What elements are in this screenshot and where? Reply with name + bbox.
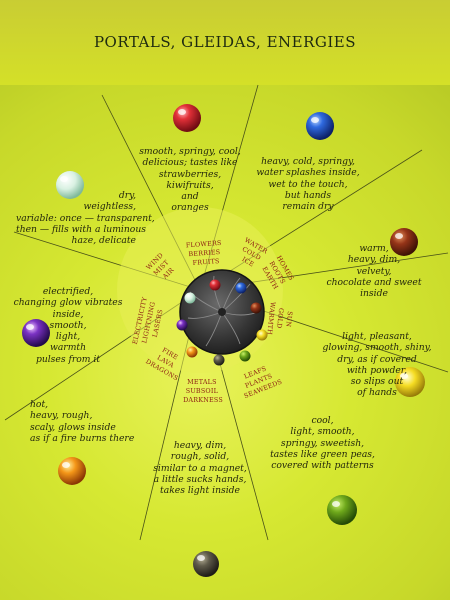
sector-label-line: SUBSOIL — [186, 387, 219, 395]
sector-label-sun: SUN GOLD WARMTH — [265, 301, 294, 337]
sector-label-line: GOLD — [275, 308, 285, 329]
sector-label-line: BERRIES — [188, 248, 220, 258]
sector-label-line: SUN — [284, 311, 294, 328]
red-orb-icon — [173, 104, 201, 132]
sector-label-flowers: FLOWERS BERRIES FRUITS — [186, 239, 226, 268]
sector-label-line: FRUITS — [192, 257, 219, 267]
orange-orb-icon — [58, 457, 86, 485]
socket-green-icon — [239, 350, 251, 362]
description-green: cool, light, smooth, springy, sweetish, … — [270, 415, 375, 472]
socket-yellow-icon — [256, 329, 268, 341]
sector-label-line: DARKNESS — [183, 396, 223, 404]
socket-red-icon — [209, 279, 221, 291]
orbs — [22, 104, 425, 577]
sector-label-line: FLOWERS — [186, 239, 222, 249]
sector-label-line: METALS — [187, 378, 217, 386]
header-band — [0, 0, 450, 85]
description-purple: electrified, changing glow vibrates insi… — [13, 286, 123, 365]
page-title: PORTALS, GLEIDAS, ENERGIES — [93, 33, 357, 51]
socket-purple-icon — [176, 319, 188, 331]
description-orange: hot, heavy, rough, scaly, glows inside a… — [30, 399, 135, 444]
description-blue: heavy, cold, springy, water splashes ins… — [256, 156, 360, 213]
socket-white-icon — [184, 292, 196, 304]
portal-center — [218, 308, 226, 316]
description-yellow: light, pleasant, glowing, smooth, shiny,… — [322, 331, 432, 399]
sector-label-leafs: LEAFS PLANTS SEAWEEDS — [236, 361, 283, 400]
socket-brown-icon — [250, 302, 262, 314]
green-orb-icon — [327, 495, 357, 525]
description-white: dry, weightless, variable: once — transp… — [16, 190, 155, 247]
socket-orange-icon — [186, 346, 198, 358]
portal-wheel — [176, 269, 268, 366]
description-red: smooth, springy, cool, delicious; tastes… — [139, 146, 241, 214]
blue-orb-icon — [306, 112, 334, 140]
socket-blue-icon — [235, 282, 247, 294]
socket-dark-icon — [213, 354, 225, 366]
description-dark: heavy, dim, rough, solid, similar to a m… — [153, 440, 247, 497]
sector-label-line: WARMTH — [265, 301, 276, 335]
sector-label-metals: METALS SUBSOIL DARKNESS — [183, 378, 223, 404]
dark-orb-icon — [193, 551, 219, 577]
description-brown: warm, heavy, dim, velvety, chocolate and… — [326, 243, 422, 300]
